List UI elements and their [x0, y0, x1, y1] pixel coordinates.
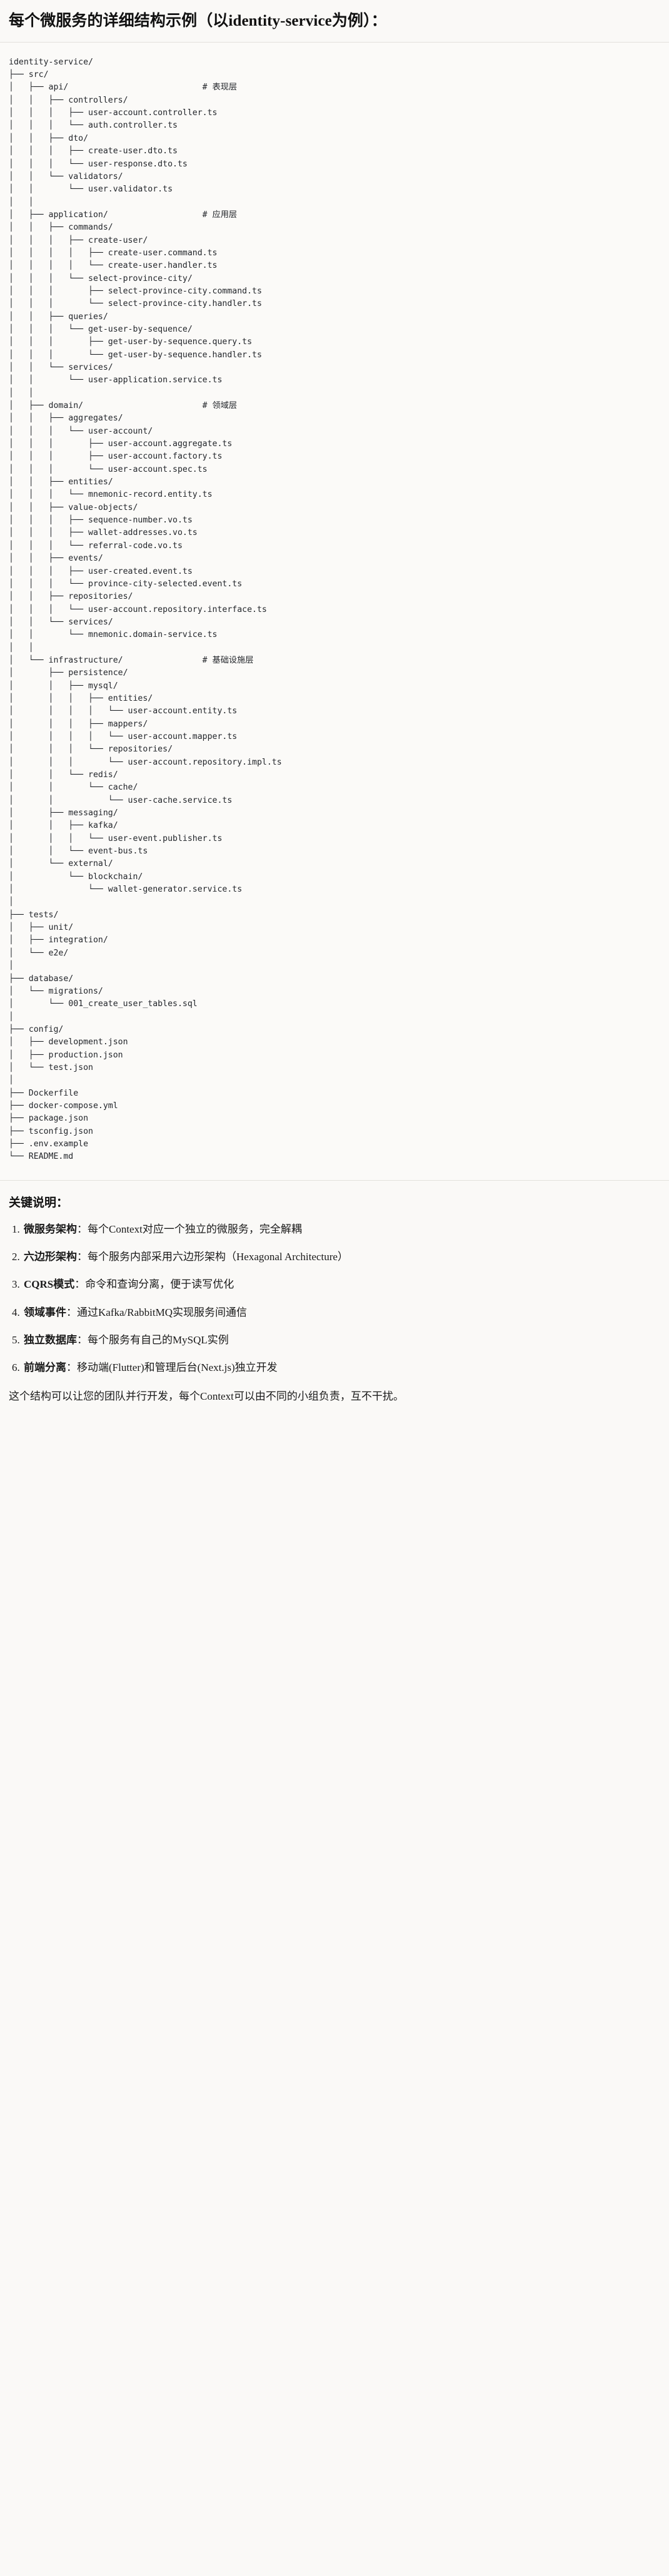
- list-item: 微服务架构：每个Context对应一个独立的微服务，完全解耦: [23, 1221, 659, 1238]
- page-title: 每个微服务的详细结构示例（以identity-service为例）：: [9, 13, 387, 29]
- note-label: 六边形架构: [24, 1251, 77, 1263]
- list-item: CQRS模式：命令和查询分离，便于读写优化: [23, 1276, 659, 1293]
- note-label: 领域事件: [24, 1306, 66, 1318]
- list-item: 六边形架构：每个服务内部采用六边形架构（Hexagonal Architectu…: [23, 1249, 659, 1265]
- title-divider: [0, 41, 669, 43]
- list-item: 前端分离：移动端(Flutter)和管理后台(Next.js)独立开发: [23, 1360, 659, 1376]
- note-text: ：通过Kafka/RabbitMQ实现服务间通信: [66, 1306, 247, 1318]
- note-label: 微服务架构: [24, 1223, 77, 1235]
- note-text: ：每个Context对应一个独立的微服务，完全解耦: [77, 1223, 302, 1235]
- note-text: ：每个服务内部采用六边形架构（Hexagonal Architecture）: [77, 1251, 348, 1263]
- note-text: ：移动端(Flutter)和管理后台(Next.js)独立开发: [66, 1362, 278, 1374]
- note-label: 独立数据库: [24, 1334, 77, 1347]
- directory-tree-block: identity-service/ ├── src/ │ ├── api/ # …: [0, 42, 669, 1180]
- note-text: ：命令和查询分离，便于读写优化: [74, 1278, 234, 1291]
- list-item: 独立数据库：每个服务有自己的MySQL实例: [23, 1332, 659, 1348]
- list-item: 领域事件：通过Kafka/RabbitMQ实现服务间通信: [23, 1305, 659, 1321]
- note-text: ：每个服务有自己的MySQL实例: [77, 1334, 229, 1347]
- notes-heading: 关键说明：: [9, 1196, 69, 1209]
- note-label: CQRS模式: [24, 1278, 75, 1291]
- notes-divider: [0, 1179, 669, 1181]
- notes-list: 微服务架构：每个Context对应一个独立的微服务，完全解耦 六边形架构：每个服…: [9, 1221, 659, 1377]
- directory-tree: identity-service/ ├── src/ │ ├── api/ # …: [9, 57, 282, 1162]
- key-notes-section: 关键说明： 微服务架构：每个Context对应一个独立的微服务，完全解耦 六边形…: [0, 1181, 669, 1411]
- notes-footer: 这个结构可以让您的团队并行开发，每个Context可以由不同的小组负责，互不干扰…: [9, 1390, 404, 1402]
- note-label: 前端分离: [24, 1362, 66, 1374]
